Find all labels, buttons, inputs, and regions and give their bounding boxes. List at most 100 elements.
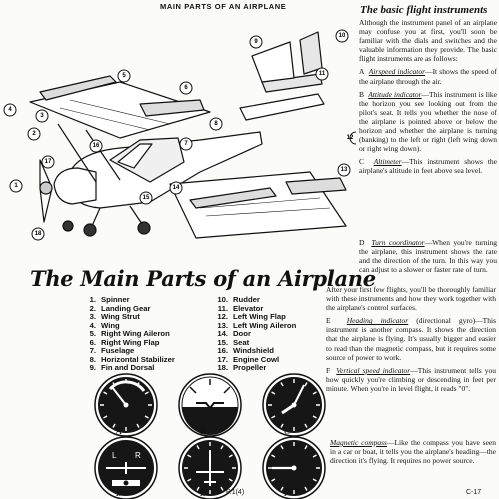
callout-15: 15 [139,191,153,205]
cabin-shape [109,137,185,183]
callout-17: 17 [41,155,55,169]
fin-shape [251,41,295,83]
instruments-text-column: Although the instrument panel of an airp… [359,18,497,180]
svg-text:18: 18 [35,231,42,237]
gauge-label-a: A [116,426,122,436]
heading-indicator-gauge [178,436,242,499]
page-number: P.1(4) [226,489,245,496]
instrument-name: Attitude indicator [368,89,422,99]
gauge-label-c: C [284,426,291,436]
list-item: 5.Right Wing Aileron [89,329,170,338]
altimeter-gauge [262,373,326,437]
right-wing-aileron-shape [39,75,117,101]
svg-text:R: R [135,451,141,460]
svg-text:13: 13 [341,167,348,173]
instruments-after-text: After your first few flights, you'll be … [326,285,496,313]
rudder-shape [299,31,323,75]
instruments-section-title: The basic flight instruments [360,4,488,16]
svg-text:10: 10 [339,33,346,39]
instrument-name: Magnetic compass [330,438,387,447]
attitude-indicator-gauge [178,373,242,437]
main-title: The Main Parts of an Airplane [30,266,376,291]
callout-2: 2 [27,127,41,141]
callout-5: 5 [117,69,131,83]
svg-text:7: 7 [184,141,188,147]
svg-text:5: 5 [122,73,126,79]
gauge-label-e: E [200,488,206,498]
airplane-diagram: 1 2 3 4 5 6 7 8 9 10 11 12 13 14 15 16 1… [3,29,356,241]
left-wing-flap-shape [189,187,277,209]
callout-1: 1 [9,179,23,193]
instruments-text-column-2: D Turn coordinator—When you're turning t… [359,238,497,278]
stabilizer-shape [239,93,325,121]
svg-text:2: 2 [32,131,36,137]
callout-11: 11 [315,67,329,81]
instrument-item-a: A Airspeed indicator—It shows the speed … [359,67,498,86]
list-item: 14.Door [217,329,251,338]
list-item: 13.Left Wing Aileron [217,320,297,330]
callout-8: 8 [209,117,223,131]
svg-text:16: 16 [93,143,100,149]
callout-12: 12 [347,131,356,145]
list-item: 2.Landing Gear [89,303,151,313]
instruments-text-column-3: After your first few flights, you'll be … [326,285,496,397]
instrument-name: Heading indicator [346,316,409,326]
callout-16: 16 [89,139,103,153]
callout-7: 7 [179,137,193,151]
list-item: 9.Fin and Dorsal [89,363,155,372]
callout-6: 6 [179,81,193,95]
svg-text:17: 17 [45,159,52,165]
spinner-shape [39,181,53,195]
svg-text:15: 15 [143,195,150,201]
instrument-name: Airspeed indicator [368,67,426,77]
right-wing-flap-shape [139,99,205,117]
list-item: 7.Fuselage [89,346,135,355]
list-item: 18.Propeller [217,363,267,372]
gauge-label-d: D [116,488,123,498]
list-item: 8.Horizontal Stabilizer [89,354,175,364]
callout-9: 9 [249,35,263,49]
list-item: 3.Wing Strut [89,312,140,321]
left-wing-aileron-shape [285,177,347,195]
wing-strut-shape [57,123,121,183]
instrument-item-f: F Vertical speed indicator—This instrume… [326,365,497,393]
instrument-item-d: D Turn coordinator—When you're turning t… [359,238,497,275]
instrument-item-b: B Attitude indicator—This instrument is … [359,89,497,154]
callout-13: 13 [337,163,351,177]
instrument-item-c: C Altimeter—This instrument shows the ai… [359,157,497,176]
list-item: 12.Left Wing Flap [217,312,286,321]
callout-10: 10 [335,29,349,43]
instrument-gauges: L R [94,373,326,499]
parts-list-right: 10.Rudder 11.Elevator 12.Left Wing Flap … [210,295,297,373]
svg-text:6: 6 [184,85,188,91]
page-running-title: MAIN PARTS OF AN AIRPLANE [160,2,287,11]
svg-text:3: 3 [40,113,44,119]
list-item: 4.Wing [89,320,120,330]
svg-text:8: 8 [214,121,218,127]
list-item: 6.Right Wing Flap [89,337,160,347]
instrument-name: Vertical speed indicator [336,365,411,375]
instruments-intro: Although the instrument panel of an airp… [359,18,497,64]
svg-text:L: L [112,451,117,460]
engine-cowl-shape [53,167,97,205]
callouts: 1 2 3 4 5 6 7 8 9 10 11 12 13 14 15 16 1… [3,29,356,241]
callout-3: 3 [35,109,49,123]
list-item: 1.Spinner [89,295,130,304]
parts-list-left: 1.Spinner 2.Landing Gear 3.Wing Strut 4.… [78,295,175,373]
instrument-item-e: E Heading indicator (directional gyro)—T… [326,316,497,362]
elevator-shape [261,73,323,93]
svg-text:9: 9 [254,39,258,45]
magnetic-compass-text: Magnetic compass—Like the compass you ha… [330,438,496,466]
list-item: 11.Elevator [217,303,264,313]
callout-18: 18 [31,227,45,241]
svg-text:11: 11 [319,71,326,77]
instrument-name: Turn coordinator [371,238,425,247]
svg-text:1: 1 [14,183,18,189]
svg-text:12: 12 [347,135,354,141]
gauge-label-b: B [200,426,206,436]
document-code: C-17 [466,489,482,496]
airspeed-indicator-gauge [94,373,158,437]
list-item: 17.Engine Cowl [217,354,280,364]
list-item: 15.Seat [217,337,250,347]
callout-14: 14 [169,181,183,195]
